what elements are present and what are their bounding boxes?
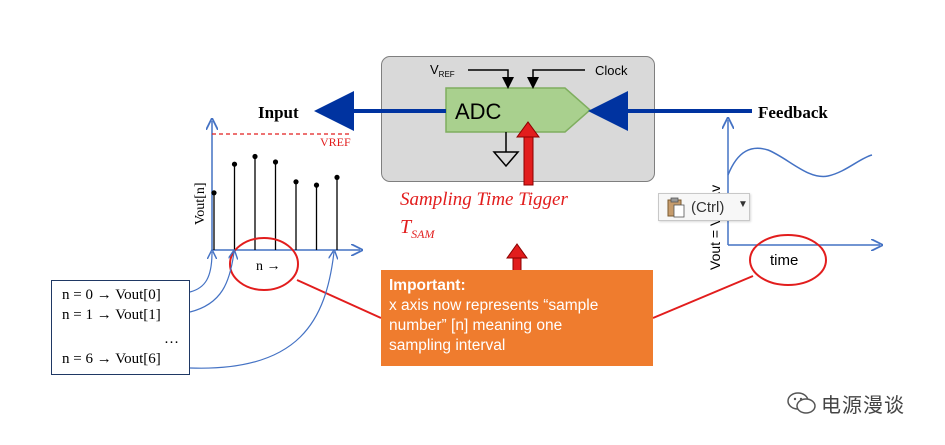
sampling-trigger-arrow	[516, 121, 540, 186]
time-axis-highlight-ellipse	[749, 234, 827, 286]
clock-input-line	[527, 69, 585, 89]
sample-point	[334, 174, 340, 180]
watermark-text: 电源漫谈	[821, 393, 905, 417]
important-line: x axis now represents “sample	[389, 297, 599, 314]
continuous-curve	[727, 147, 873, 178]
sample-stems	[211, 153, 340, 250]
vref-input-label: VREF	[430, 62, 455, 79]
connector-n0	[189, 252, 212, 293]
paste-options-label: (Ctrl)	[691, 199, 725, 216]
vref-input-line	[468, 69, 514, 89]
discrete-xlabel: n →	[256, 259, 281, 274]
important-title: Important:	[389, 277, 466, 294]
connector-n1	[189, 252, 234, 313]
adc-block	[445, 87, 592, 133]
sample-mapping-box: n = 0 → Vout[0] n = 1 → Vout[1] … n = 6 …	[51, 280, 190, 375]
sample-point	[252, 153, 258, 160]
wechat-icon	[787, 392, 816, 414]
n-to-important-line	[296, 279, 382, 319]
discrete-ylabel: Vout[n]	[193, 182, 208, 225]
important-arrow	[506, 243, 528, 275]
chevron-down-icon: ▼	[738, 199, 748, 210]
sample-point	[211, 190, 217, 196]
sample-point	[293, 179, 299, 185]
sampling-trigger-label: Sampling Time Tigger	[400, 189, 568, 210]
discrete-plot: VREF Vout[n] n →	[193, 121, 360, 274]
ground-symbol	[492, 132, 520, 168]
mapping-row: n = 6 → Vout[6]	[62, 351, 161, 367]
mapping-ellipsis: …	[164, 331, 179, 347]
paste-options-button[interactable]: (Ctrl) ▼	[658, 193, 750, 221]
tsam-label: TSAM	[400, 216, 435, 241]
important-line: sampling interval	[389, 337, 506, 354]
important-line: number” [n] meaning one	[389, 317, 563, 334]
input-label: Input	[258, 103, 299, 122]
sample-point	[231, 161, 238, 167]
important-note-box: Important: x axis now represents “sample…	[381, 270, 653, 366]
clock-label: Clock	[595, 63, 628, 78]
mapping-row: n = 0 → Vout[0]	[62, 287, 161, 303]
discrete-vref-label: VREF	[320, 135, 351, 149]
continuous-xlabel: time	[770, 252, 798, 269]
sample-point	[272, 159, 279, 165]
adc-label: ADC	[455, 99, 502, 124]
sample-point	[313, 182, 320, 188]
clipboard-icon	[667, 197, 685, 218]
n-axis-highlight-ellipse	[229, 237, 299, 291]
mapping-row: n = 1 → Vout[1]	[62, 307, 161, 323]
connector-n6	[189, 252, 334, 369]
time-to-important-line	[652, 275, 754, 319]
feedback-label: Feedback	[758, 103, 828, 122]
